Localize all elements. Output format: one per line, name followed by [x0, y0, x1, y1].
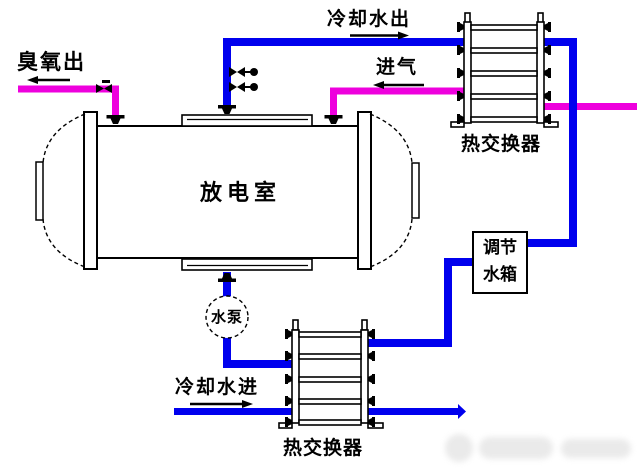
gas-in-label: 进气 — [376, 56, 419, 78]
hx-top-plate — [470, 70, 538, 77]
ozone-out-pipe-drop — [112, 85, 119, 116]
right-cap-lower-arc — [369, 218, 413, 268]
cooling-water-in-label: 冷却水进 — [175, 376, 260, 398]
cooling-out-riser — [223, 38, 231, 108]
hx-bot-plate — [298, 376, 362, 383]
hx-top-outlet-pipe — [542, 38, 577, 46]
cooling-out-pipe-top — [223, 38, 466, 46]
hx-top-left-column — [463, 21, 472, 124]
cooling-water-out-label: 冷却水出 — [327, 8, 412, 30]
gas-supply-pipe — [542, 103, 637, 110]
vessel-left-port — [35, 161, 44, 221]
hx-top-right-column — [536, 21, 545, 124]
regulating-tank-box — [472, 231, 528, 294]
hx-bot-plate — [298, 419, 362, 426]
heat-exchanger-bottom-unit — [278, 319, 384, 429]
ozone-outlet-fitting — [106, 115, 125, 124]
cooling-in-pipe — [174, 408, 297, 415]
heat-exchanger-bottom-label: 热交换器 — [283, 437, 364, 459]
flow-arrows — [27, 31, 424, 408]
regulating-tank-label: 调节 水箱 — [474, 235, 526, 289]
gas-in-pipe — [330, 87, 466, 95]
ozone-out-label: 臭氧出 — [17, 50, 86, 74]
pump-discharge-pipe — [223, 360, 299, 368]
pump-suction-fitting — [218, 273, 236, 282]
tank-inlet-pipe — [527, 239, 577, 247]
hx-bot-right-foot — [367, 422, 384, 429]
vessel-right-port — [411, 162, 420, 219]
hx-top-right-foot — [543, 121, 559, 128]
cooling-water-out-arrow-icon — [350, 31, 409, 40]
hx-top-plate — [470, 24, 538, 31]
left-cap-lower-arc — [42, 218, 86, 268]
gas-piping — [18, 85, 637, 116]
hx-bot-plate — [298, 331, 362, 338]
hx-bot-left-cap — [292, 319, 299, 331]
heat-exchanger-top-label: 热交换器 — [461, 133, 542, 155]
cooling-water-in-arrow-icon — [190, 400, 253, 408]
water-pump-symbol — [205, 295, 249, 339]
vessel-right-flange-ring — [357, 111, 372, 270]
water-piping — [174, 38, 577, 419]
hx-bot-right-column — [360, 329, 369, 424]
pump-discharge-riser — [223, 337, 231, 368]
vessel-left-flange-ring — [83, 111, 98, 270]
vessel-end-caps — [42, 113, 413, 268]
regulating-tank-label-line2: 水箱 — [483, 265, 517, 285]
cooling-in-pipe-tip — [458, 404, 466, 419]
valves — [96, 67, 258, 93]
ozone-line-valve-icon — [96, 80, 112, 93]
pump-suction-pipe — [223, 272, 231, 298]
water-pump-label: 水泵 — [210, 308, 243, 326]
hx-bot-plate — [298, 353, 362, 360]
tank-outlet-pipe — [448, 258, 473, 266]
right-cap-upper-arc — [369, 113, 413, 164]
left-cap-upper-arc — [42, 113, 86, 164]
discharge-chamber-label: 放电室 — [200, 181, 282, 206]
regulating-tank-label-line1: 调节 — [483, 238, 517, 258]
discharge-chamber-vessel — [35, 111, 420, 271]
hx-bot-right-cap — [361, 319, 368, 331]
gas-inlet-fitting — [324, 115, 343, 124]
hx-top-plate — [470, 47, 538, 54]
tank-outlet-riser — [444, 258, 452, 347]
hx-top-plate — [470, 116, 538, 123]
heat-exchanger-top-unit — [450, 12, 559, 128]
riser-valve-lower-icon — [229, 82, 258, 92]
ozone-out-arrow-icon — [27, 76, 70, 84]
ozone-out-pipe — [18, 85, 119, 93]
hx-bot-left-column — [291, 329, 300, 424]
gas-in-pipe-drop — [330, 87, 337, 116]
hx-top-plate — [470, 93, 538, 100]
hx-bot-plate — [298, 398, 362, 405]
hx-bottom-outlet-pipe — [366, 339, 450, 347]
right-downcomer-pipe — [569, 38, 577, 247]
cooling-out-fitting — [218, 105, 236, 114]
gas-in-arrow-icon — [373, 81, 424, 89]
cooling-in-pipe-out — [366, 408, 458, 415]
riser-valve-upper-icon — [229, 67, 258, 77]
vessel-top-plate — [181, 114, 313, 127]
vessel-bottom-plate — [181, 258, 313, 271]
